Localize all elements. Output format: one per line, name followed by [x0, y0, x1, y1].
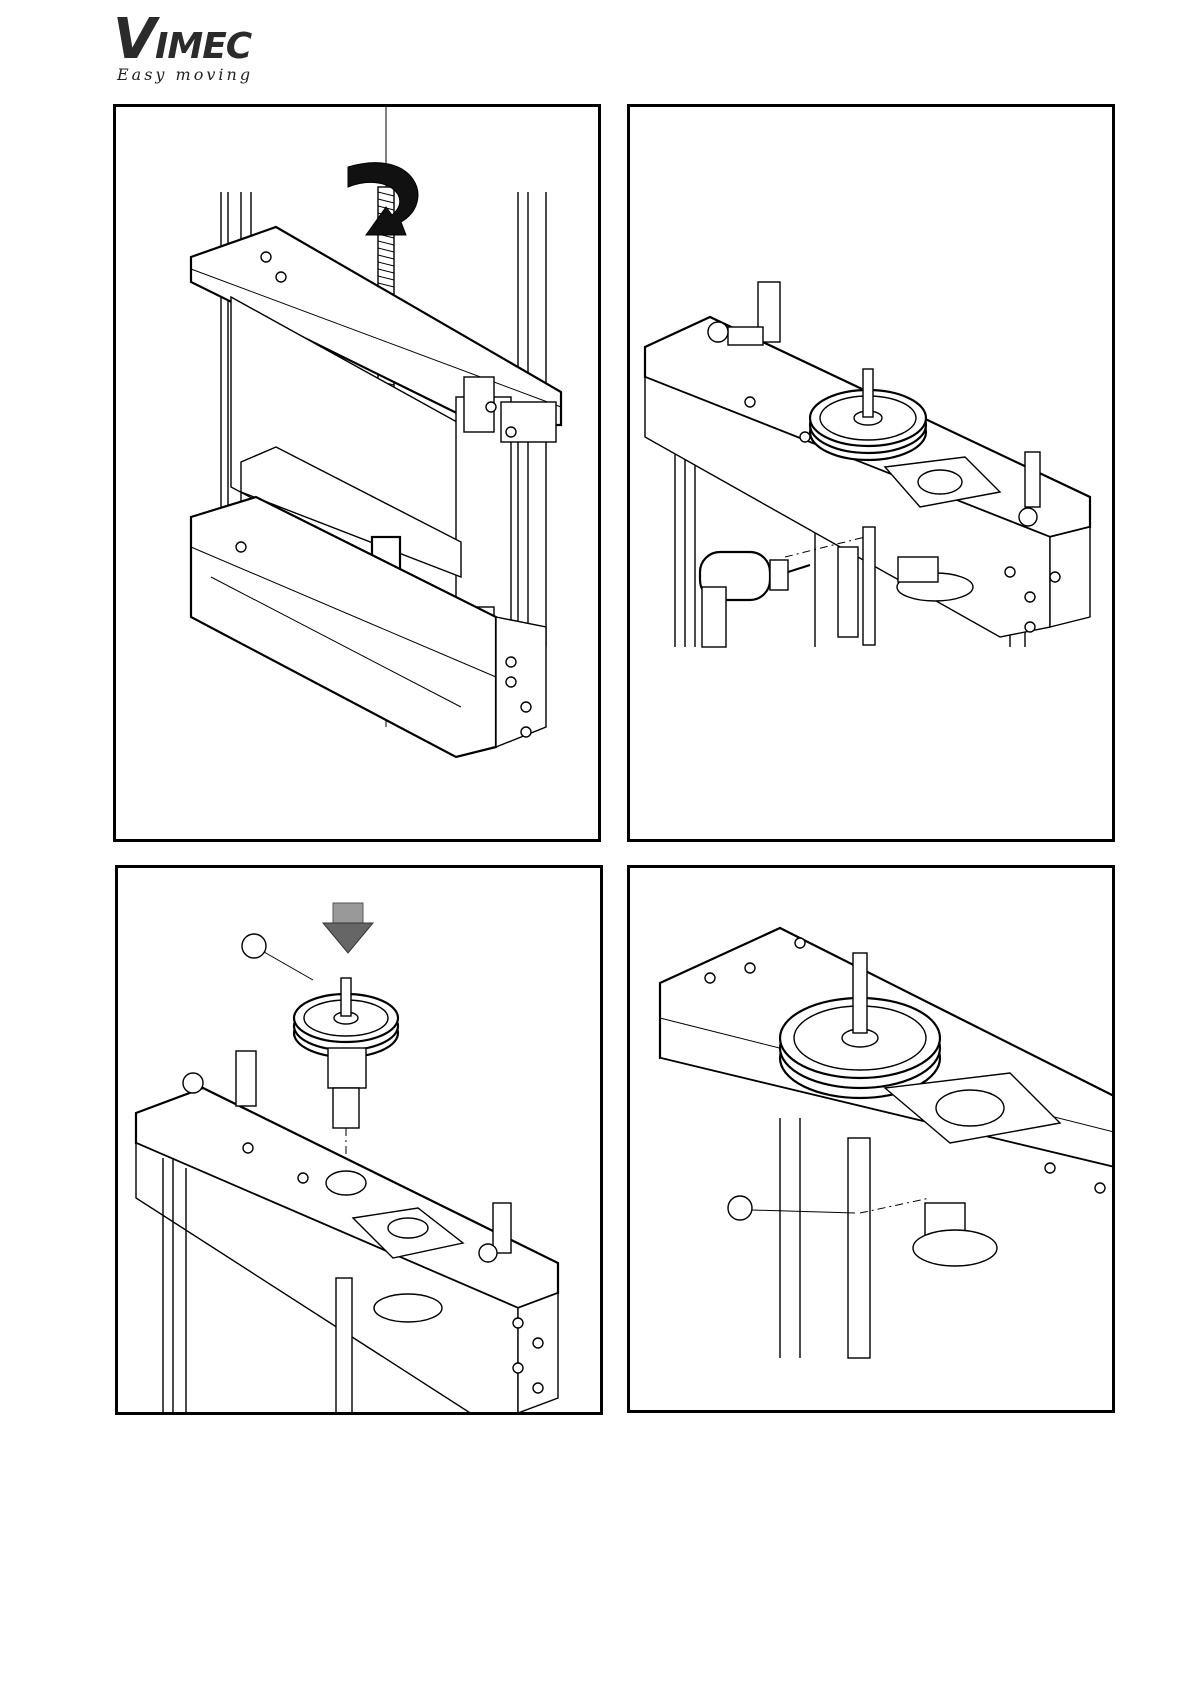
- bolt: [506, 677, 516, 687]
- lead-screw: [863, 527, 875, 645]
- bolt: [1045, 1163, 1055, 1173]
- drill-icon: [700, 552, 810, 647]
- bolt: [745, 397, 755, 407]
- figure-step-4: [627, 865, 1115, 1413]
- vimec-logo-mark: V IMEC Easy moving: [113, 6, 283, 90]
- bolt: [513, 1363, 523, 1373]
- bolt: [795, 938, 805, 948]
- pulley: [294, 978, 398, 1128]
- callout-marker: [242, 934, 313, 980]
- down-arrow-icon: [323, 903, 373, 953]
- bolt: [513, 1318, 523, 1328]
- bolt: [521, 702, 531, 712]
- bolt: [1025, 592, 1035, 602]
- lead-screw: [336, 1278, 352, 1415]
- bolt: [1005, 567, 1015, 577]
- bolt: [1095, 1183, 1105, 1193]
- bolt: [298, 1173, 308, 1183]
- bolt: [533, 1338, 543, 1348]
- vimec-logo: V IMEC Easy moving: [113, 6, 283, 90]
- bolt: [276, 272, 286, 282]
- figure-step-2: [627, 104, 1115, 842]
- logo-lettering: V: [113, 7, 161, 72]
- bolt: [705, 973, 715, 983]
- svg-text:IMEC: IMEC: [155, 26, 253, 67]
- mount-hole: [326, 1171, 366, 1195]
- figure-step-1: [113, 104, 601, 842]
- bolt: [745, 963, 755, 973]
- bolt: [261, 252, 271, 262]
- bolt: [506, 657, 516, 667]
- figure-step-3: [115, 865, 603, 1415]
- svg-text:Easy moving: Easy moving: [116, 65, 253, 84]
- bolt: [243, 1143, 253, 1153]
- bolt: [1025, 622, 1035, 632]
- bolt: [506, 427, 516, 437]
- bolt: [800, 432, 810, 442]
- bolt: [486, 402, 496, 412]
- lead-screw: [848, 1138, 870, 1358]
- bolt: [1050, 572, 1060, 582]
- bolt: [236, 542, 246, 552]
- bolt: [533, 1383, 543, 1393]
- bolt: [521, 727, 531, 737]
